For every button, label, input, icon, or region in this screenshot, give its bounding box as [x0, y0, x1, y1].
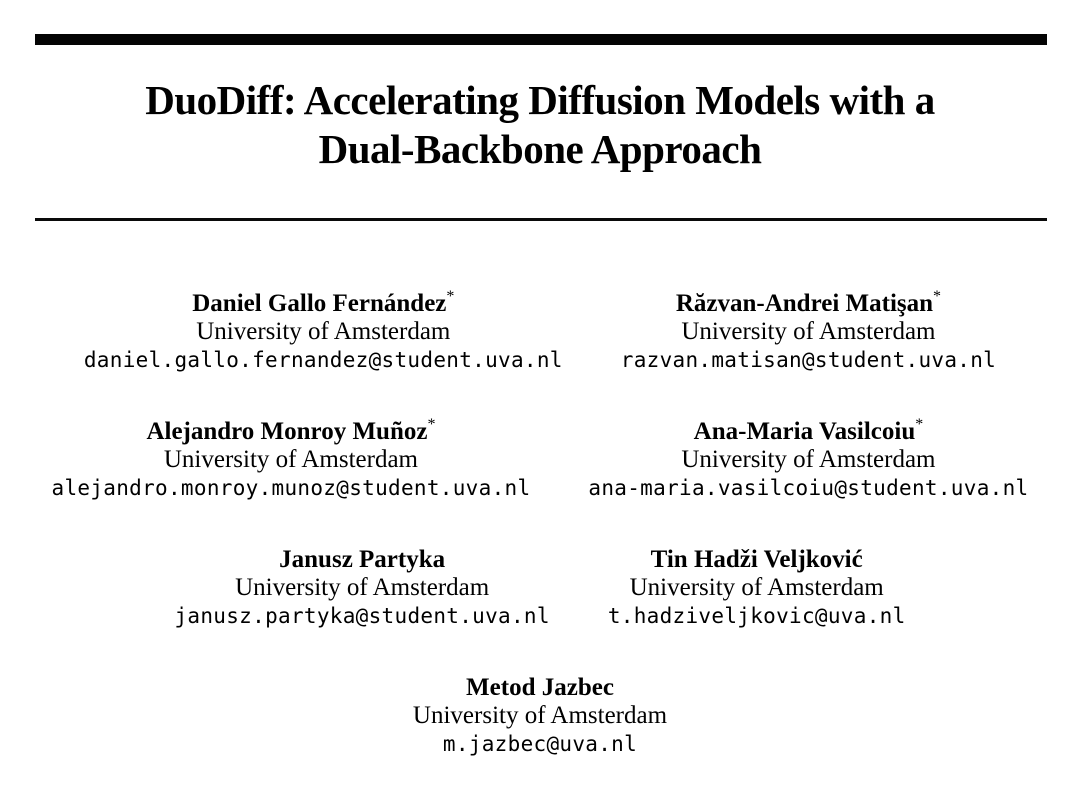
author-block: Metod Jazbec University of Amsterdam m.j…	[413, 674, 667, 758]
author-affiliation: University of Amsterdam	[163, 446, 419, 473]
author-block: Janusz Partyka University of Amsterdam j…	[174, 546, 549, 630]
author-asterisk-mark: *	[933, 287, 942, 305]
title-divider-rule	[35, 218, 1047, 221]
author-name-text: Daniel Gallo Fernández	[192, 290, 447, 317]
author-name: Daniel Gallo Fernández*	[84, 287, 563, 318]
author-email: janusz.partyka@student.uva.nl	[174, 604, 550, 628]
author-asterisk-mark: *	[446, 287, 455, 305]
author-email: razvan.matisan@student.uva.nl	[620, 348, 997, 372]
author-asterisk-mark: *	[915, 415, 924, 433]
author-affiliation: University of Amsterdam	[412, 702, 668, 729]
author-row: Daniel Gallo Fernández* University of Am…	[83, 287, 997, 374]
author-block: Tin Hadži Veljković University of Amster…	[608, 546, 906, 630]
authors-section: Daniel Gallo Fernández* University of Am…	[0, 287, 1080, 758]
author-name-text: Ana-Maria Vasilcoiu	[693, 418, 916, 445]
author-affiliation: University of Amsterdam	[196, 318, 451, 345]
author-email: m.jazbec@uva.nl	[442, 732, 638, 756]
author-row: Alejandro Monroy Muñoz* University of Am…	[51, 415, 1029, 502]
author-name-text: Janusz Partyka	[279, 546, 446, 573]
author-block: Alejandro Monroy Muñoz* University of Am…	[51, 415, 531, 502]
author-email: alejandro.monroy.munoz@student.uva.nl	[51, 476, 531, 500]
author-name-text: Tin Hadži Veljković	[650, 546, 863, 573]
author-affiliation: University of Amsterdam	[235, 574, 490, 601]
author-block: Daniel Gallo Fernández* University of Am…	[83, 287, 563, 374]
author-name: Alejandro Monroy Muñoz*	[52, 415, 531, 446]
author-asterisk-mark: *	[427, 415, 436, 433]
author-name: Răzvan-Andrei Matişan*	[621, 287, 996, 318]
author-name: Tin Hadži Veljković	[608, 546, 906, 574]
author-affiliation: University of Amsterdam	[681, 318, 936, 345]
author-name: Ana-Maria Vasilcoiu*	[588, 415, 1028, 446]
author-block: Răzvan-Andrei Matişan* University of Ams…	[620, 287, 997, 374]
author-affiliation: University of Amsterdam	[629, 574, 884, 601]
title-line-2: Dual-Backbone Approach	[318, 126, 762, 172]
author-email: daniel.gallo.fernandez@student.uva.nl	[83, 348, 563, 372]
author-affiliation: University of Amsterdam	[681, 446, 936, 473]
author-email: ana-maria.vasilcoiu@student.uva.nl	[588, 476, 1029, 500]
top-rule	[35, 34, 1047, 45]
author-name: Metod Jazbec	[413, 674, 667, 702]
author-email: t.hadziveljkovic@uva.nl	[607, 604, 906, 628]
author-name: Janusz Partyka	[174, 546, 549, 574]
paper-title: DuoDiff: Accelerating Diffusion Models w…	[0, 76, 1080, 174]
title-line-1: DuoDiff: Accelerating Diffusion Models w…	[145, 77, 935, 123]
author-row: Metod Jazbec University of Amsterdam m.j…	[413, 674, 667, 758]
author-name-text: Alejandro Monroy Muñoz	[146, 418, 428, 445]
author-row: Janusz Partyka University of Amsterdam j…	[174, 546, 905, 630]
author-name-text: Metod Jazbec	[466, 674, 614, 701]
author-name-text: Răzvan-Andrei Matişan	[675, 290, 934, 317]
author-block: Ana-Maria Vasilcoiu* University of Amste…	[588, 415, 1029, 502]
